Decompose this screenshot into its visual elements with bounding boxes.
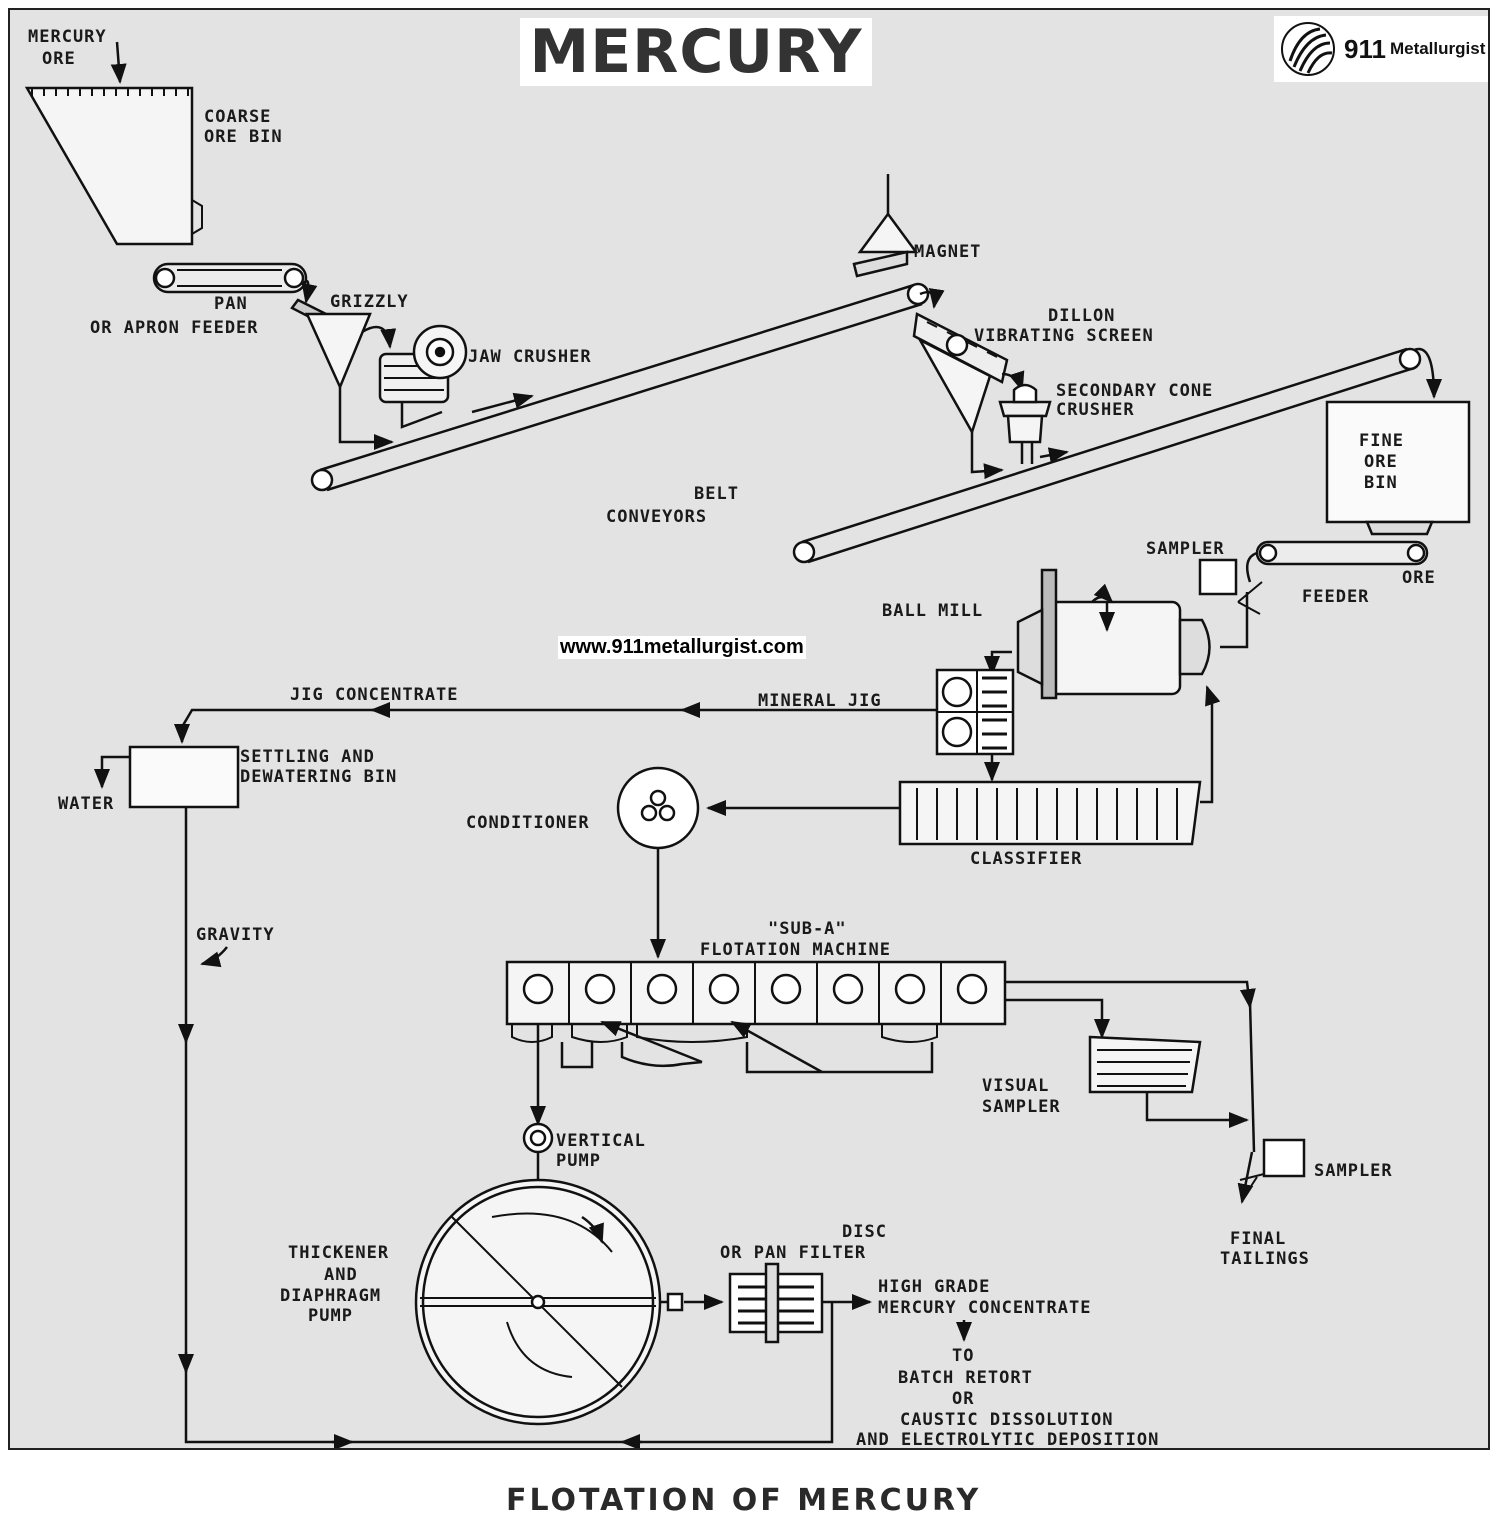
- label-final-tailings-1: FINAL: [1230, 1229, 1286, 1249]
- label-retort-2: BATCH RETORT: [898, 1368, 1033, 1388]
- label-belt-2: CONVEYORS: [606, 507, 707, 527]
- magnet: [852, 174, 919, 278]
- label-fine-ore-2: ORE: [1364, 452, 1398, 472]
- disc-filter: [728, 1262, 824, 1344]
- label-thickener-4: PUMP: [308, 1306, 353, 1326]
- logo-name: Metallurgist: [1389, 39, 1486, 58]
- label-disc-filter-2: OR PAN FILTER: [720, 1243, 866, 1263]
- label-vertical-pump-1: VERTICAL: [556, 1131, 646, 1151]
- ore-feed-arrow: [110, 41, 127, 84]
- label-belt-1: BELT: [694, 484, 739, 504]
- label-mineral-jig: MINERAL JIG: [758, 691, 882, 711]
- label-thickener-2: AND: [324, 1265, 358, 1285]
- logo-number: 911: [1344, 33, 1386, 64]
- label-mercury-ore-1: MERCURY: [28, 27, 107, 47]
- gravity-line: [184, 807, 834, 1444]
- label-thickener-1: THICKENER: [288, 1243, 389, 1263]
- label-coarse-ore-bin-2: ORE BIN: [204, 127, 283, 147]
- page-title: MERCURY: [529, 17, 863, 87]
- label-secondary-cone-2: CRUSHER: [1056, 400, 1135, 420]
- label-sub-a-2: FLOTATION MACHINE: [700, 940, 891, 960]
- water-line: [94, 755, 130, 789]
- figure-caption: FLOTATION OF MERCURY: [506, 1483, 981, 1518]
- label-ore-feeder-2: FEEDER: [1302, 587, 1369, 607]
- label-jig-concentrate: JIG CONCENTRATE: [290, 685, 459, 705]
- label-high-grade-2: MERCURY CONCENTRATE: [878, 1298, 1091, 1318]
- label-coarse-ore-bin-1: COARSE: [204, 107, 271, 127]
- diagram-frame: MERCURY ORE COARSE ORE BIN PAN OR APRON …: [8, 8, 1490, 1450]
- pan-feeder: [152, 262, 308, 294]
- label-fine-ore-1: FINE: [1359, 431, 1404, 451]
- label-retort-5: AND ELECTROLYTIC DEPOSITION: [856, 1430, 1159, 1450]
- label-classifier: CLASSIFIER: [970, 849, 1082, 869]
- label-fine-ore-3: BIN: [1364, 473, 1398, 493]
- label-settling-1: SETTLING AND: [240, 747, 375, 767]
- fine-ore-bin: [1325, 400, 1471, 536]
- sampler-top: [1198, 558, 1263, 615]
- label-visual-sampler-2: SAMPLER: [982, 1097, 1061, 1117]
- website-url: www.911metallurgist.com: [558, 636, 806, 659]
- label-secondary-cone-1: SECONDARY CONE: [1056, 381, 1213, 401]
- label-vertical-pump-2: PUMP: [556, 1151, 601, 1171]
- ball-mill: [1016, 568, 1211, 700]
- flowsheet-diagram: MERCURY ORE COARSE ORE BIN PAN OR APRON …: [24, 27, 1471, 1450]
- label-pan-1: PAN: [214, 294, 248, 314]
- label-high-grade-1: HIGH GRADE: [878, 1277, 990, 1297]
- label-disc-filter-1: DISC: [842, 1222, 887, 1242]
- thickener: [414, 1178, 662, 1426]
- classifier: [898, 780, 1202, 846]
- mineral-jig: [935, 668, 1015, 756]
- label-final-tailings-2: TAILINGS: [1220, 1249, 1310, 1269]
- jaw-crusher: [378, 324, 468, 404]
- label-ore-feeder-1: ORE: [1402, 568, 1436, 588]
- label-visual-sampler-1: VISUAL: [982, 1076, 1049, 1096]
- label-sampler-bottom: SAMPLER: [1314, 1161, 1393, 1181]
- grizzly-hopper: [305, 312, 372, 391]
- label-grizzly: GRIZZLY: [330, 292, 409, 312]
- dillon-vibrating-screen: [912, 312, 1009, 384]
- label-water: WATER: [58, 794, 114, 814]
- ore-feeder: [1255, 540, 1429, 566]
- label-dillon-1: DILLON: [1048, 306, 1115, 326]
- vertical-pump: [522, 1122, 554, 1154]
- logo: 911 Metallurgist: [1274, 16, 1488, 82]
- belt-conveyor-2: [792, 347, 1422, 564]
- label-sub-a-1: "SUB-A": [768, 919, 847, 939]
- conditioner: [616, 766, 700, 850]
- coarse-ore-bin: [24, 86, 203, 246]
- label-retort-3: OR: [952, 1389, 974, 1409]
- visual-sampler: [1088, 1035, 1202, 1094]
- label-settling-2: DEWATERING BIN: [240, 767, 397, 787]
- label-mercury-ore-2: ORE: [42, 49, 76, 69]
- label-thickener-3: DIAPHRAGM: [280, 1286, 381, 1306]
- label-retort-4: CAUSTIC DISSOLUTION: [900, 1410, 1113, 1430]
- logo-swirl-icon: [1281, 22, 1335, 76]
- sub-a-flotation-machine: [505, 960, 1007, 1043]
- label-jaw-crusher: JAW CRUSHER: [468, 347, 592, 367]
- label-retort-1: TO: [952, 1346, 974, 1366]
- label-sampler-top: SAMPLER: [1146, 539, 1225, 559]
- label-gravity: GRAVITY: [196, 925, 275, 945]
- label-magnet: MAGNET: [914, 242, 981, 262]
- belt-conveyor-1: [310, 282, 930, 492]
- label-pan-2: OR APRON FEEDER: [90, 318, 259, 338]
- sampler-bottom: [1239, 1138, 1306, 1201]
- title-banner: MERCURY: [520, 17, 872, 87]
- settling-bin: [128, 745, 240, 809]
- label-ball-mill: BALL MILL: [882, 601, 983, 621]
- label-conditioner: CONDITIONER: [466, 813, 590, 833]
- label-dillon-2: VIBRATING SCREEN: [974, 326, 1154, 346]
- secondary-cone-crusher: [998, 383, 1052, 464]
